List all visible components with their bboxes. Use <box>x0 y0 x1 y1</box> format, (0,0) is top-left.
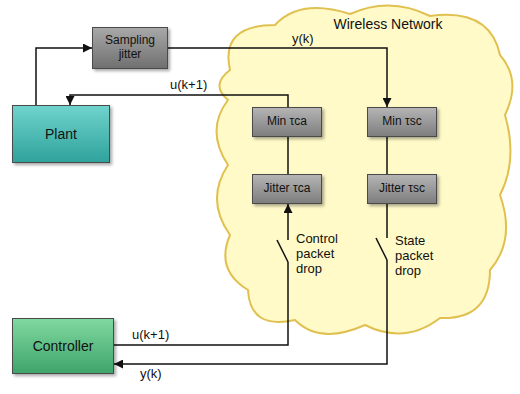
connector <box>114 204 288 345</box>
signal-label: y(k) <box>292 32 314 47</box>
packet-drop-label: Control packet drop <box>296 232 358 277</box>
network-title: Wireless Network <box>200 16 516 32</box>
signal-label: u(k+1) <box>170 78 207 93</box>
box-text: Plant <box>45 126 77 142</box>
box-text: Controller <box>33 338 94 354</box>
connector <box>287 137 289 174</box>
box-text: Min τca <box>267 115 307 129</box>
connector <box>386 137 388 174</box>
connector <box>114 204 387 364</box>
jitter-box: Sampling jitter <box>92 27 168 69</box>
delay-box: Min τca <box>252 107 322 137</box>
box-text: Min τsc <box>382 115 421 129</box>
network-cloud: Wireless NetworkMin τca Min τscJitter τca… <box>200 0 516 345</box>
box-text: Jitter τca <box>264 182 311 196</box>
controller-box: Controller <box>12 318 114 374</box>
cloud-shape <box>217 5 513 333</box>
jitter-box: Jitter τca <box>252 174 322 204</box>
delay-box: Min τsc <box>367 107 437 137</box>
signal-label: y(k) <box>140 367 162 382</box>
box-text: Jitter τsc <box>379 182 425 196</box>
connector <box>36 48 92 105</box>
cloud-outline <box>200 0 516 345</box>
jitter-box: Jitter τsc <box>367 174 437 204</box>
box-text: Sampling jitter <box>93 34 167 62</box>
connector <box>168 48 387 107</box>
packet-drop-label: State packet drop <box>395 234 453 279</box>
connector <box>70 95 288 107</box>
signal-label: u(k+1) <box>132 328 169 343</box>
plant-box: Plant <box>12 105 110 163</box>
